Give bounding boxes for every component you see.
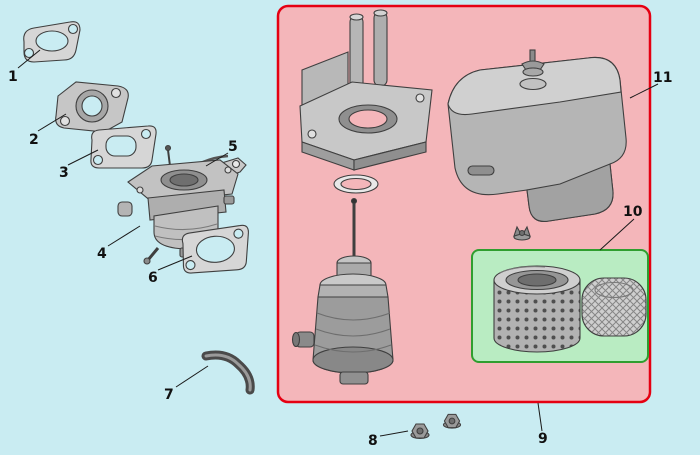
- part-drawing-11-cover: [447, 49, 627, 222]
- part-drawing-6-gasket: [181, 224, 249, 274]
- leader-line-8: [379, 430, 409, 437]
- part-label-2[interactable]: 2: [29, 132, 39, 148]
- part-label-6[interactable]: 6: [148, 270, 158, 286]
- part-drawing-wing-nut: [513, 225, 531, 241]
- part-label-1[interactable]: 1: [8, 69, 18, 85]
- leader-lines: [17, 49, 659, 437]
- part-label-8[interactable]: 8: [368, 433, 378, 449]
- part-label-3[interactable]: 3: [59, 165, 69, 181]
- part-drawing-base-plate: [299, 9, 433, 171]
- leader-line-6: [157, 255, 193, 271]
- part-label-9[interactable]: 9: [538, 431, 548, 447]
- part-label-4[interactable]: 4: [97, 246, 107, 262]
- leader-line-4: [107, 225, 141, 247]
- part-label-11[interactable]: 11: [653, 70, 672, 86]
- part-labels: 1 2 3 4 5 6 7 8 9 10 11: [8, 69, 672, 449]
- part-drawing-1-gasket: [23, 21, 81, 63]
- part-drawing-7-tube: [201, 350, 255, 395]
- part-drawing-2-insulator: [55, 81, 129, 133]
- part-drawing-case: [291, 197, 394, 385]
- part-drawing-10-filter-elements: [493, 265, 647, 353]
- leader-line-2: [37, 113, 67, 132]
- leader-line-7: [175, 365, 209, 388]
- part-label-7[interactable]: 7: [164, 387, 174, 403]
- part-label-5[interactable]: 5: [228, 139, 238, 155]
- leader-line-1: [17, 49, 41, 69]
- part-label-10[interactable]: 10: [623, 204, 643, 220]
- leader-line-5: [205, 152, 229, 167]
- leader-line-11: [629, 83, 659, 99]
- part-drawing-oring: [333, 174, 379, 194]
- part-drawing-3-gasket: [90, 125, 157, 169]
- leader-line-9: [537, 402, 543, 432]
- leader-line-10: [599, 218, 635, 251]
- part-drawing-8-nuts: [410, 413, 462, 440]
- leader-line-3: [67, 149, 99, 166]
